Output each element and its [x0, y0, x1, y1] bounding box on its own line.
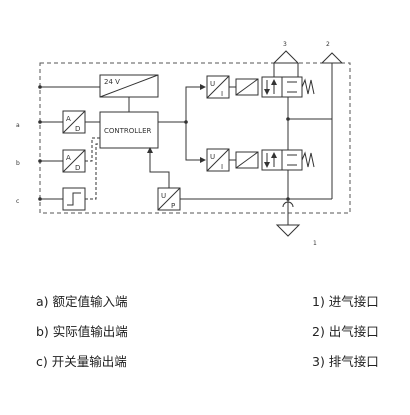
port-2-label: 2	[326, 41, 330, 48]
legend-item-b: b) 实际值输出端	[36, 324, 128, 339]
svg-text:D: D	[75, 125, 80, 133]
power-supply-block: 24 V	[99, 74, 159, 98]
legend-item-3: 3) 排气接口	[312, 354, 379, 369]
port-1-label: 1	[313, 240, 317, 247]
svg-text:P: P	[171, 202, 175, 210]
svg-text:D: D	[75, 164, 80, 172]
terminal-a-label: a	[16, 122, 20, 129]
svg-text:I: I	[221, 163, 223, 171]
legend-item-a: a) 额定值输入端	[36, 294, 128, 309]
svg-text:U: U	[210, 153, 215, 161]
svg-text:A: A	[66, 154, 71, 162]
ad-converter-top: A D	[62, 110, 86, 134]
power-label: 24 V	[104, 78, 120, 86]
enclosure-frame	[39, 62, 351, 214]
ui-converter-top: U I	[206, 75, 230, 99]
switch-output-block	[62, 187, 86, 211]
valve-bottom	[261, 149, 315, 171]
solenoid-bottom	[229, 151, 259, 169]
svg-text:U: U	[210, 80, 215, 88]
up-converter-block: U P	[157, 187, 181, 211]
legend-item-c: c) 开关量输出端	[36, 354, 127, 369]
inlet-port-1	[275, 224, 301, 237]
svg-text:I: I	[221, 90, 223, 98]
controller-block: CONTROLLER	[99, 111, 159, 149]
terminal-b-label: b	[16, 160, 20, 167]
port-3-label: 3	[283, 41, 287, 48]
solenoid-top	[229, 78, 259, 96]
svg-text:A: A	[66, 115, 71, 123]
terminal-c-label: c	[16, 198, 19, 205]
ad-converter-bottom: A D	[62, 149, 86, 173]
valve-top	[261, 76, 315, 98]
legend-item-1: 1) 进气接口	[312, 294, 379, 309]
legend-item-2: 2) 出气接口	[312, 324, 379, 339]
ui-converter-bottom: U I	[206, 148, 230, 172]
svg-text:U: U	[161, 192, 166, 200]
controller-label: CONTROLLER	[104, 127, 152, 135]
